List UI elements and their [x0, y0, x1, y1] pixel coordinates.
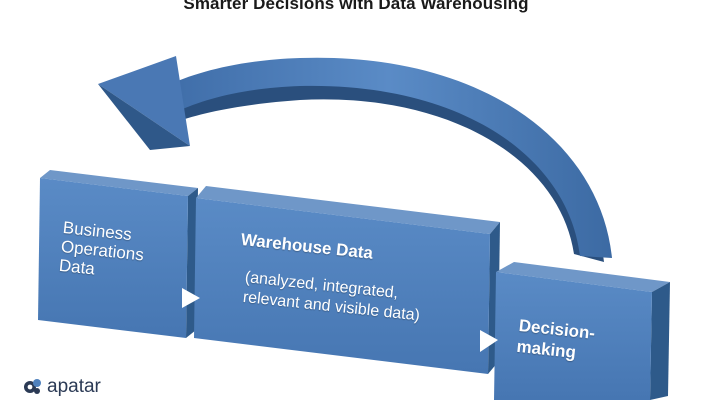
return-arrow-head: [98, 56, 190, 146]
connector-arrow-2: [480, 330, 498, 352]
box-decision: [494, 262, 670, 400]
apatar-logo: apatar: [22, 376, 101, 398]
box-decision-side: [650, 282, 670, 400]
connector-arrow-1: [182, 288, 200, 308]
return-arrow: [98, 56, 612, 262]
return-arrow-body: [166, 57, 612, 258]
box-operations: [38, 170, 198, 338]
box-decision-top: [496, 262, 670, 292]
box-warehouse-front: [194, 198, 490, 374]
diagram-title: Smarter Decisions with Data Warehousing: [183, 0, 529, 13]
box-decision-front: [494, 272, 652, 400]
apatar-logo-text: apatar: [47, 376, 101, 397]
box-warehouse: [194, 186, 500, 374]
return-arrow-head-shade: [98, 84, 190, 150]
apatar-logo-icon: [24, 379, 41, 394]
box-warehouse-top: [196, 186, 500, 234]
box-operations-top: [40, 170, 198, 196]
box-operations-front: [38, 178, 188, 338]
